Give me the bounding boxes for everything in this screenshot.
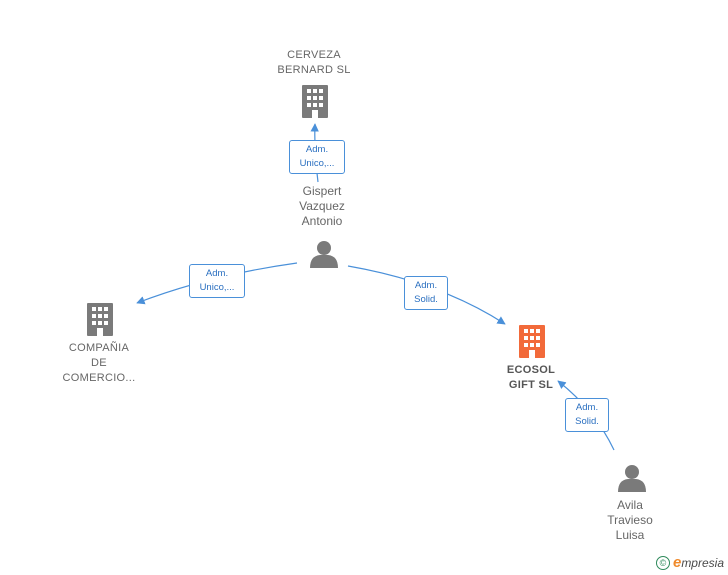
edge-label-gispert-compania: Adm. Unico,...	[189, 264, 245, 298]
edge-label-gispert-ecosol: Adm. Solid.	[404, 276, 448, 310]
node-label-ecosol-gift[interactable]: ECOSOL GIFT SL	[506, 364, 556, 391]
edge-label-gispert-cerveza: Adm. Unico,...	[289, 140, 345, 174]
empresia-logo: © empresia	[655, 554, 724, 571]
node-label-cerveza-bernard[interactable]: CERVEZA BERNARD SL	[277, 49, 351, 76]
node-label-compania-de-comercio[interactable]: COMPAÑIA DE COMERCIO...	[62, 342, 136, 384]
person-icon[interactable]	[618, 465, 646, 492]
node-label-gispert-vazquez-antonio[interactable]: Gispert Vazquez Antonio	[299, 184, 345, 228]
building-icon[interactable]	[302, 85, 328, 118]
building-icon[interactable]	[519, 325, 545, 358]
edge-label-avila-ecosol: Adm. Solid.	[565, 398, 609, 432]
person-icon[interactable]	[310, 241, 338, 268]
copyright-icon: ©	[655, 555, 670, 570]
building-icon[interactable]	[87, 303, 113, 336]
node-label-avila-travieso-luisa[interactable]: Avila Travieso Luisa	[607, 498, 653, 542]
